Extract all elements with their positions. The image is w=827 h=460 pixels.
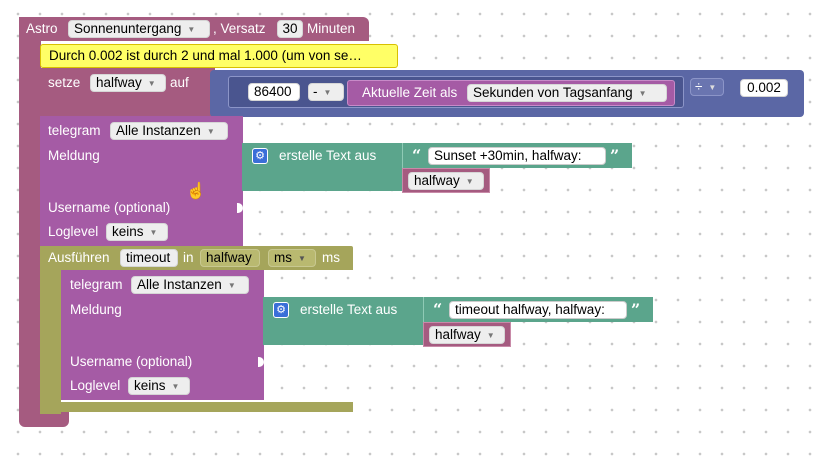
telegram1-loglevel-label: Loglevel [48, 224, 99, 239]
chevron-down-icon: ▼ [147, 79, 156, 88]
input-socket [258, 357, 264, 367]
input-socket [237, 203, 243, 213]
telegram1-label: telegram [48, 123, 101, 138]
telegram2-username-label: Username (optional) [70, 354, 193, 369]
chevron-down-icon: ▼ [323, 88, 332, 97]
minus-operator-dropdown[interactable]: -▼ [308, 83, 344, 101]
number-86400[interactable]: 86400 [248, 83, 300, 101]
timeout-block-bottom [40, 402, 353, 412]
text-join-block-1[interactable] [242, 143, 407, 191]
astro-label: Astro [26, 21, 58, 36]
divisor-input[interactable]: 0.002 [740, 79, 788, 97]
quote-close-icon: ” [631, 300, 641, 319]
set-to-label: auf [170, 75, 189, 90]
chevron-down-icon: ▼ [149, 228, 158, 237]
telegram1-loglevel-dropdown[interactable]: keins▼ [106, 223, 168, 241]
astro-unit-label: Minuten [307, 21, 356, 36]
timeout-block-body [40, 246, 61, 414]
set-label: setze [48, 75, 81, 90]
text-literal-2-input[interactable]: timeout halfway, halfway: [449, 301, 627, 319]
chevron-down-icon: ▼ [171, 382, 180, 391]
text-join-block-2[interactable] [263, 297, 428, 345]
hand-cursor-icon: ☝ [186, 183, 206, 200]
telegram2-loglevel-label: Loglevel [70, 378, 121, 393]
chevron-down-icon: ▼ [486, 331, 495, 340]
astro-block-body [19, 17, 41, 417]
variable-1-dropdown[interactable]: halfway▼ [408, 172, 484, 190]
timeout-name-input[interactable]: timeout [120, 249, 178, 267]
telegram2-instance-dropdown[interactable]: Alle Instanzen▼ [131, 276, 249, 294]
chevron-down-icon: ▼ [638, 89, 647, 98]
chevron-down-icon: ▼ [465, 177, 474, 186]
current-time-label: Aktuelle Zeit als [362, 85, 458, 100]
chevron-down-icon: ▼ [708, 83, 717, 92]
timeout-unit-dropdown[interactable]: ms▼ [268, 249, 316, 267]
text-literal-1-input[interactable]: Sunset +30min, halfway: [428, 147, 606, 165]
quote-open-icon: “ [412, 146, 422, 165]
comment-bubble[interactable] [40, 44, 398, 68]
telegram1-instance-dropdown[interactable]: Alle Instanzen▼ [110, 122, 228, 140]
quote-close-icon: ” [610, 146, 620, 165]
gear-icon[interactable]: ⚙ [252, 148, 268, 164]
chevron-down-icon: ▼ [187, 25, 196, 34]
timeout-unit-label: ms [322, 250, 340, 265]
astro-event-dropdown[interactable]: Sonnenuntergang▼ [68, 20, 210, 38]
astro-offset-input[interactable]: 30 [277, 20, 303, 38]
variable-2-dropdown[interactable]: halfway▼ [429, 326, 505, 344]
timeout-label: Ausführen [48, 250, 110, 265]
astro-block-bottom [19, 410, 69, 427]
gear-icon[interactable]: ⚙ [273, 302, 289, 318]
telegram2-label: telegram [70, 277, 123, 292]
chevron-down-icon: ▼ [206, 127, 215, 136]
divide-operator-dropdown[interactable]: ÷▼ [690, 78, 724, 96]
timeout-in-label: in [183, 250, 194, 265]
set-variable-dropdown[interactable]: halfway▼ [90, 74, 166, 92]
astro-offset-label: , Versatz [213, 21, 266, 36]
time-mode-dropdown[interactable]: Sekunden von Tagsanfang▼ [467, 84, 667, 102]
text-join2-label: erstelle Text aus [300, 302, 398, 317]
telegram2-loglevel-dropdown[interactable]: keins▼ [128, 377, 190, 395]
comment-text: Durch 0.002 ist durch 2 und mal 1.000 (u… [49, 48, 362, 63]
text-join1-label: erstelle Text aus [279, 148, 377, 163]
chevron-down-icon: ▼ [298, 254, 306, 263]
telegram1-message-label: Meldung [48, 148, 100, 163]
quote-open-icon: “ [433, 300, 443, 319]
telegram1-username-label: Username (optional) [48, 200, 171, 215]
telegram2-message-label: Meldung [70, 302, 122, 317]
chevron-down-icon: ▼ [227, 281, 236, 290]
timeout-delay-variable[interactable]: halfway [200, 249, 260, 267]
